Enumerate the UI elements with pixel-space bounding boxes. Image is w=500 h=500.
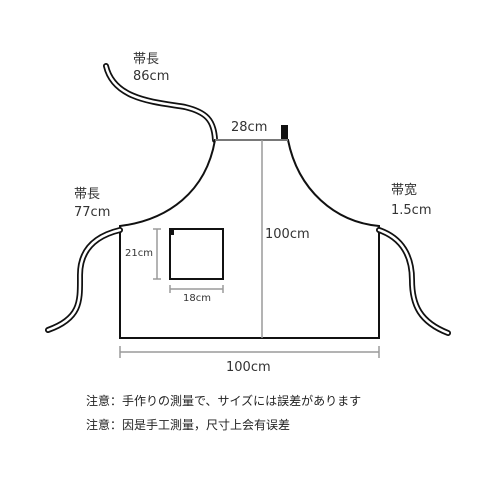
note-chinese: 注意：因是手工測量，尺寸上会有误差 (86, 418, 291, 432)
bottom-width-label: 100cm (226, 360, 271, 375)
pocket-tab (170, 229, 174, 235)
neck-strap-tab (281, 125, 288, 140)
note-japanese: 注意：手作りの測量で、サイズには誤差があります (86, 394, 362, 408)
waist-strap-right-inner (377, 228, 450, 335)
waist-strap-right (376, 227, 451, 336)
waist-strap-name: 帯長 (74, 187, 101, 202)
waist-strap-left-inner (46, 228, 122, 332)
top-width-label: 28cm (231, 120, 268, 135)
waist-strap-value: 77cm (74, 205, 111, 220)
strap-width-value: 1.5cm (391, 203, 432, 218)
neck-strap-name: 帯長 (133, 52, 160, 67)
strap-width-name: 帯宽 (391, 183, 418, 198)
pocket (169, 228, 224, 280)
pocket-width-label: 18cm (183, 293, 211, 304)
waist-strap-left (45, 227, 123, 333)
neck-strap-left-inner (104, 64, 217, 142)
apron-body (119, 139, 380, 339)
pocket-height-label: 21cm (125, 248, 153, 259)
length-label: 100cm (265, 227, 310, 242)
neck-strap-value: 86cm (133, 69, 170, 84)
